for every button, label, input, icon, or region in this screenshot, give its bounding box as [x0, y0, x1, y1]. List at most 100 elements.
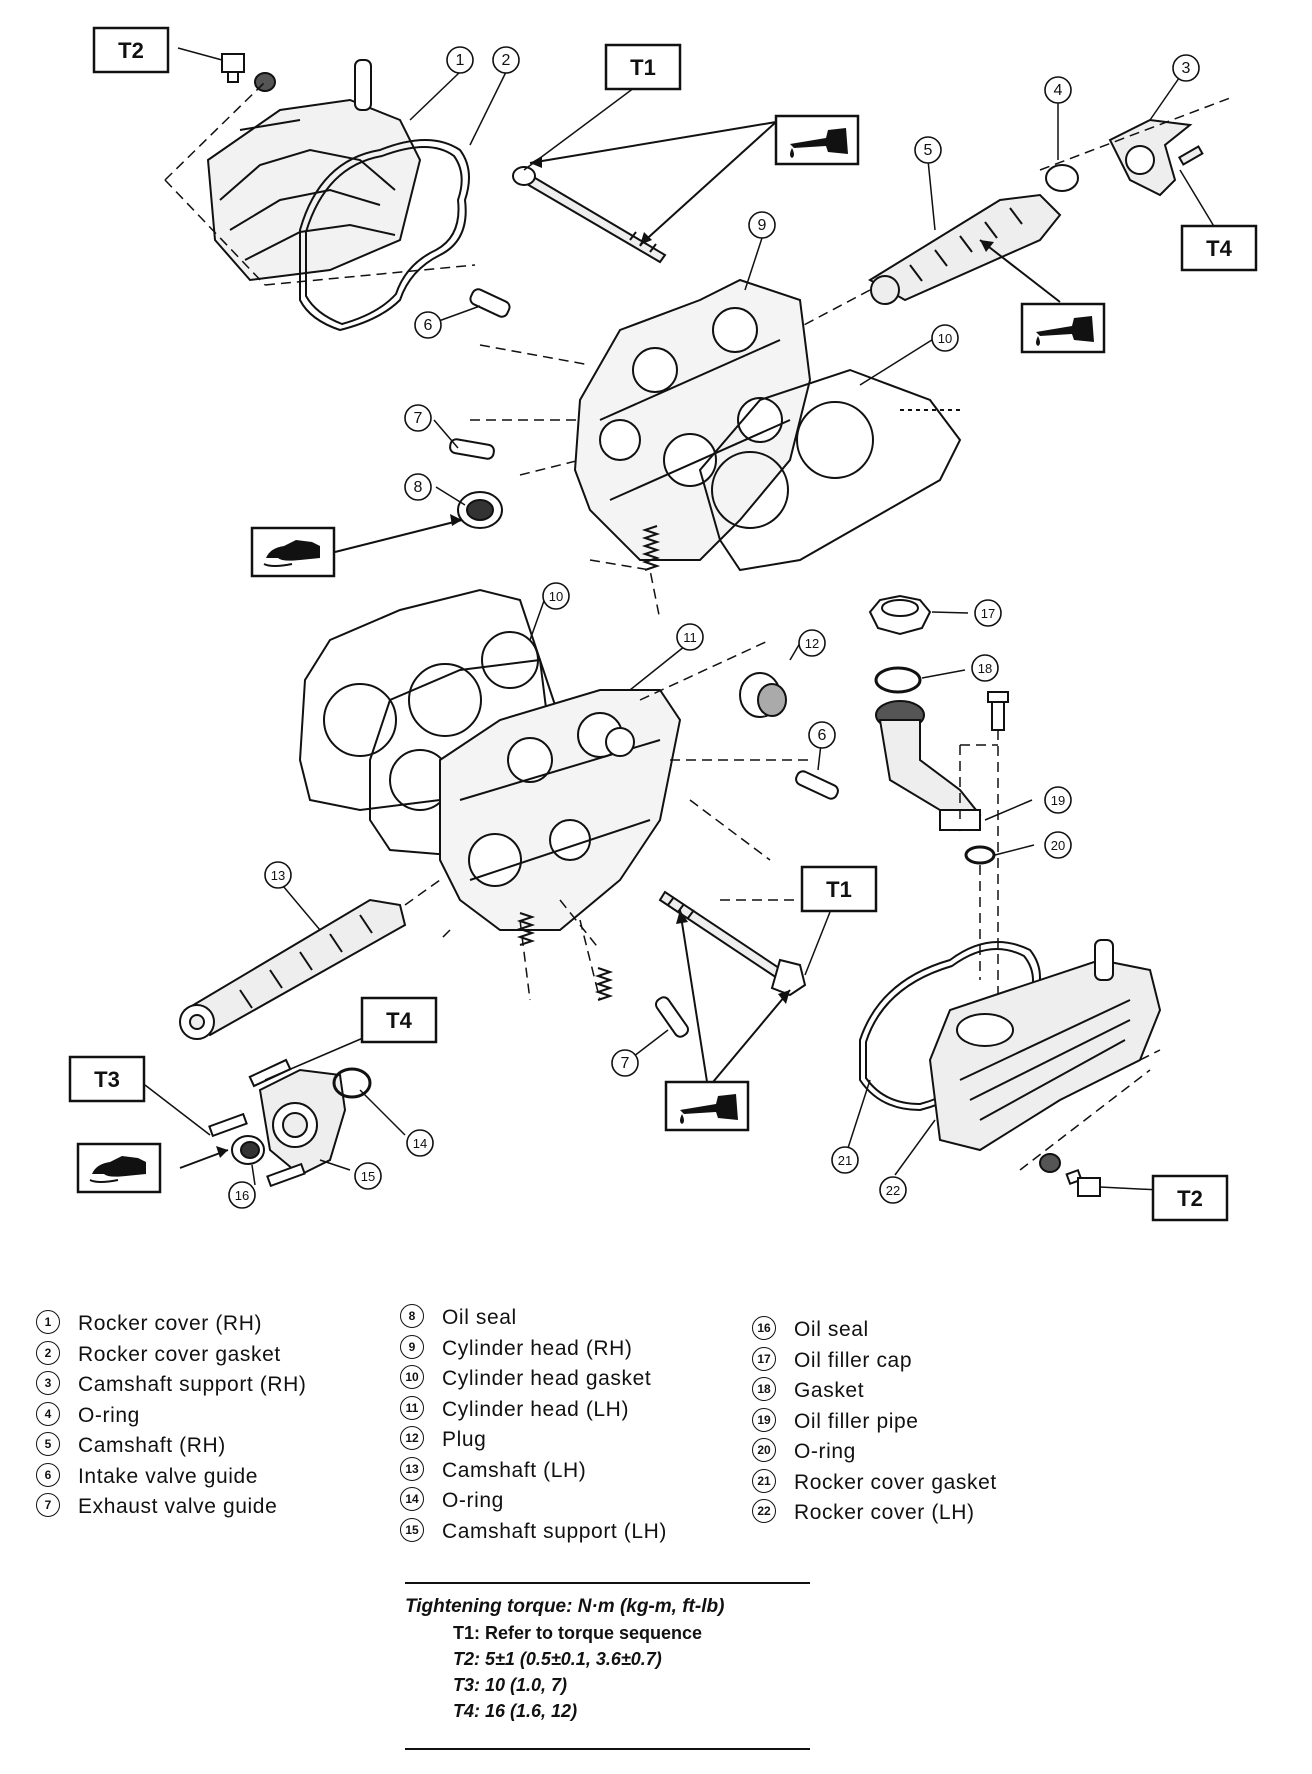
part-number-11: 11 [676, 623, 704, 651]
part-number-3: 3 [1172, 54, 1200, 82]
camshaft-rh [868, 164, 1079, 305]
torque-callout-t2: T2 [1151, 1174, 1229, 1222]
part-number-13: 13 [264, 861, 292, 889]
svg-text:20: 20 [1051, 838, 1065, 853]
legend-label: Oil seal [794, 1318, 869, 1341]
svg-text:1: 1 [456, 52, 465, 69]
legend-label: Rocker cover gasket [78, 1342, 281, 1366]
svg-text:2: 2 [502, 52, 511, 69]
bolt-t2-lower [1039, 1153, 1101, 1197]
part-number-17: 17 [974, 599, 1002, 627]
part-number-14: 14 [406, 1129, 434, 1157]
oil-can-icon [664, 1080, 750, 1132]
rocker-cover-gasket-rh [299, 139, 470, 332]
svg-text:13: 13 [271, 868, 285, 883]
part-number-5: 5 [914, 136, 942, 164]
svg-text:15: 15 [361, 1169, 375, 1184]
legend-label: Exhaust valve guide [78, 1495, 278, 1518]
camshaft-support-lh [258, 1068, 347, 1177]
svg-text:10: 10 [549, 589, 563, 604]
part-number-12: 12 [798, 629, 826, 657]
bolt-t2-top [221, 53, 276, 92]
torque-callout-t1: T1 [604, 43, 682, 91]
svg-text:8: 8 [414, 479, 423, 496]
exhaust-valve-guide-lower [655, 996, 689, 1038]
legend-number: 14 [400, 1487, 424, 1512]
legend-number: 17 [752, 1346, 776, 1371]
svg-text:18: 18 [978, 661, 992, 676]
torque-line-t3: T3: 10 (1.0, 7) [453, 1675, 568, 1695]
part-number-8: 8 [404, 473, 432, 501]
head-bolt-t1-top [512, 166, 667, 264]
oring-lower [332, 1067, 372, 1099]
svg-text:10: 10 [938, 331, 952, 346]
intake-valve-guide-upper [469, 288, 511, 318]
legend-number: 11 [400, 1395, 424, 1420]
svg-text:11: 11 [683, 630, 697, 645]
svg-text:T2: T2 [1177, 1186, 1203, 1211]
part-number-20: 20 [1044, 831, 1072, 859]
torque-line-t4: T4: 16 (1.6, 12) [453, 1701, 578, 1721]
svg-text:6: 6 [424, 317, 433, 334]
oil-seal-lower [231, 1135, 265, 1165]
torque-callout-t4: T4 [360, 996, 438, 1044]
legend-number: 8 [400, 1304, 424, 1329]
part-number-18: 18 [971, 654, 999, 682]
legend-number: 13 [400, 1456, 424, 1481]
svg-text:T2: T2 [118, 38, 144, 63]
legend-item: 5 Camshaft (RH) [36, 1431, 307, 1462]
torque-callout-t3: T3 [68, 1055, 146, 1103]
legend-label: Cylinder head (LH) [442, 1397, 630, 1421]
torque-heading: Tightening torque: N·m (kg-m, ft-lb) [405, 1596, 725, 1617]
legend-label: Oil filler cap [794, 1348, 913, 1372]
bolt-filler-pipe [987, 691, 1009, 731]
svg-text:7: 7 [414, 410, 423, 427]
legend-label: O-ring [442, 1489, 504, 1512]
svg-text:T1: T1 [826, 877, 852, 902]
part-number-10: 10 [542, 582, 570, 610]
svg-text:16: 16 [235, 1188, 249, 1203]
bolts-lower-support [208, 1058, 306, 1188]
oil-can-icon [1020, 302, 1106, 354]
valve-spring-lower [516, 912, 614, 1001]
part-number-10: 10 [931, 324, 959, 352]
part-number-9: 9 [748, 211, 776, 239]
svg-text:6: 6 [818, 727, 827, 744]
part-number-6: 6 [414, 311, 442, 339]
svg-text:19: 19 [1051, 793, 1065, 808]
part-number-21: 21 [831, 1146, 859, 1174]
svg-text:21: 21 [838, 1153, 852, 1168]
legend-label: Camshaft (RH) [78, 1434, 226, 1457]
torque-spec-block: Tightening torque: N·m (kg-m, ft-lb) T1:… [405, 1582, 810, 1750]
cylinder-head-lh [439, 689, 682, 931]
exhaust-valve-guide-upper [449, 438, 495, 460]
legend-label: Camshaft support (RH) [78, 1373, 307, 1396]
svg-text:T1: T1 [630, 55, 656, 80]
svg-text:T3: T3 [94, 1067, 120, 1092]
torque-line-t2: T2: 5±1 (0.5±0.1, 3.6±0.7) [453, 1649, 662, 1669]
oil-filler-pipe [875, 700, 982, 832]
torque-callout-t1: T1 [800, 865, 878, 913]
torque-top-rule [405, 1582, 810, 1584]
legend-label: Camshaft (LH) [442, 1458, 587, 1482]
part-number-22: 22 [879, 1176, 907, 1204]
legend-number: 5 [36, 1432, 60, 1457]
part-number-19: 19 [1044, 786, 1072, 814]
svg-text:17: 17 [981, 606, 995, 621]
torque-line-t1: T1: Refer to torque sequence [453, 1623, 703, 1643]
legend-label: Camshaft support (LH) [442, 1519, 668, 1543]
legend-number: 7 [36, 1493, 60, 1518]
svg-text:22: 22 [886, 1183, 900, 1198]
